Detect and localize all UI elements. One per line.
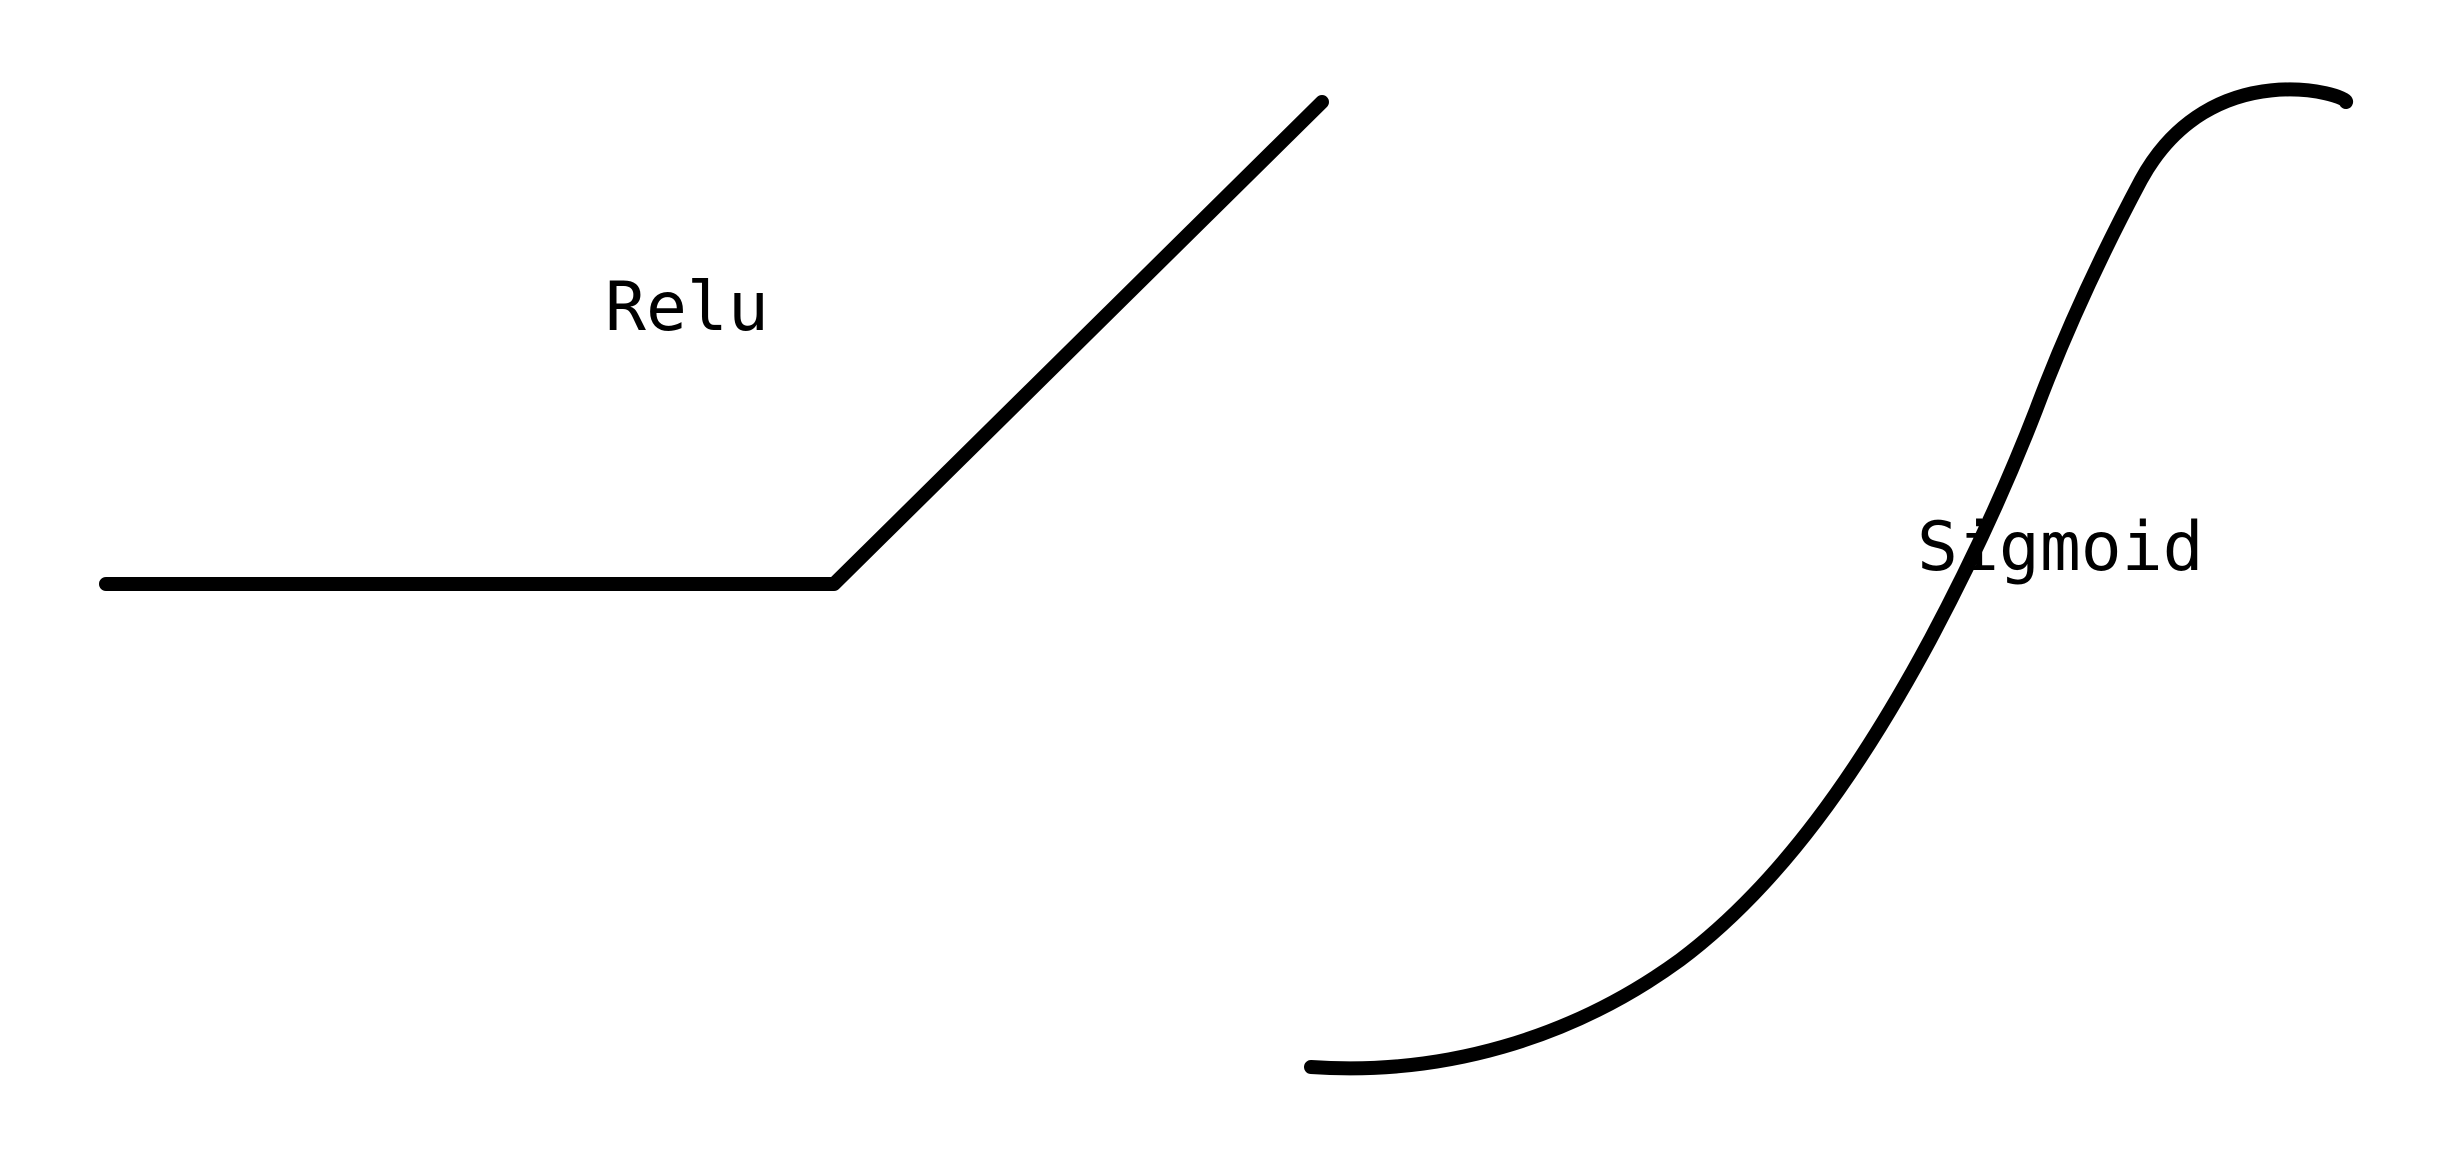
sigmoid-label: Sigmoid (1917, 508, 2204, 587)
relu-label: Relu (605, 268, 769, 347)
relu-curve (99, 95, 1329, 591)
sigmoid-curve (1304, 82, 2354, 1076)
